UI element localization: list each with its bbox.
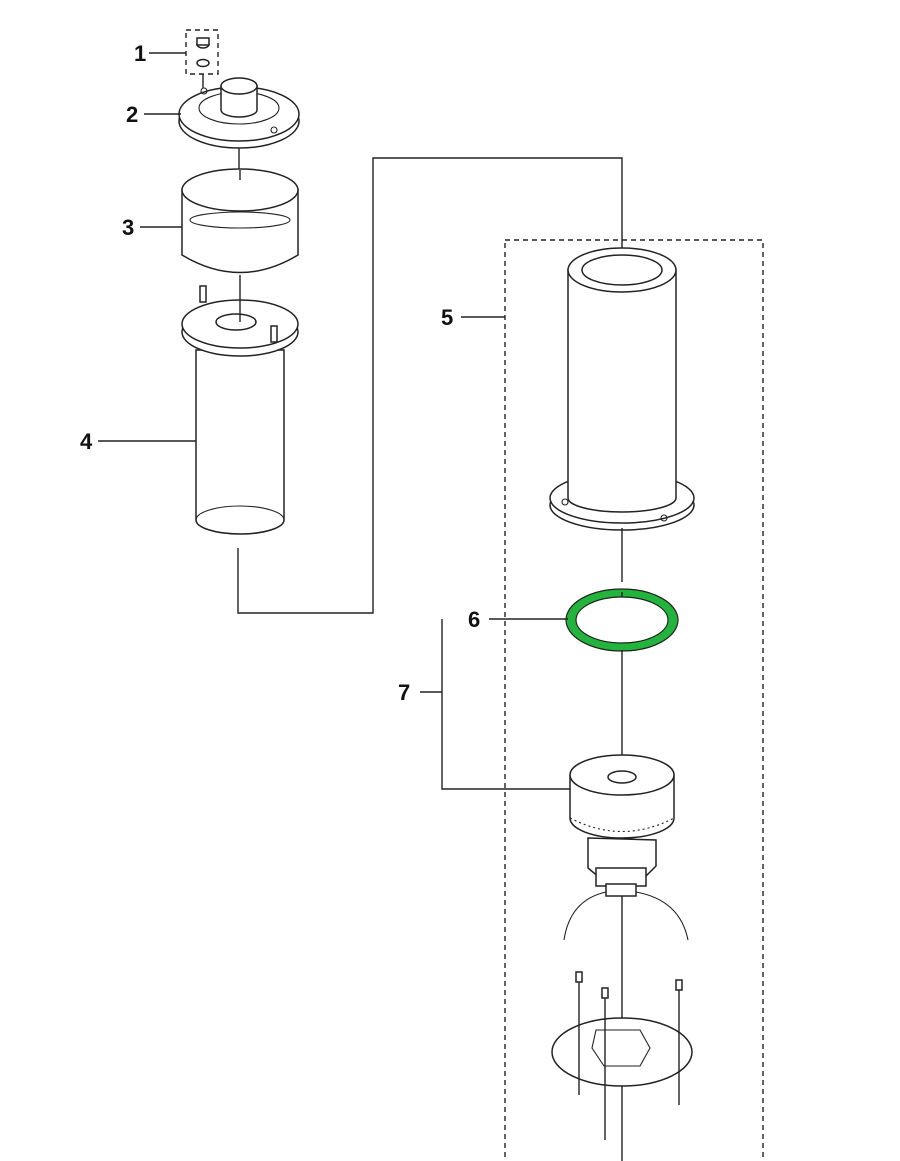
callout-4: 4 (80, 429, 93, 454)
assembly-connector-line (237, 157, 623, 614)
callout-leaders (98, 52, 570, 790)
part-5-group-box (504, 239, 764, 1161)
part-2-top-cap[interactable] (178, 77, 300, 170)
part-4-filter-cylinder[interactable] (181, 285, 299, 535)
callout-5: 5 (441, 305, 453, 330)
part-3-sleeve[interactable] (181, 168, 299, 298)
callout-2: 2 (126, 102, 138, 127)
callout-6: 6 (468, 607, 480, 632)
callout-7: 7 (398, 680, 410, 705)
part-5-housing-tube[interactable] (549, 247, 695, 582)
part-1-screw-washer[interactable] (185, 29, 219, 88)
callout-1: 1 (134, 41, 146, 66)
part-6-gasket-ring[interactable] (565, 588, 679, 768)
callout-3: 3 (122, 215, 134, 240)
motor-mount-plate[interactable] (551, 971, 693, 1140)
part-7-motor[interactable] (563, 754, 689, 1161)
